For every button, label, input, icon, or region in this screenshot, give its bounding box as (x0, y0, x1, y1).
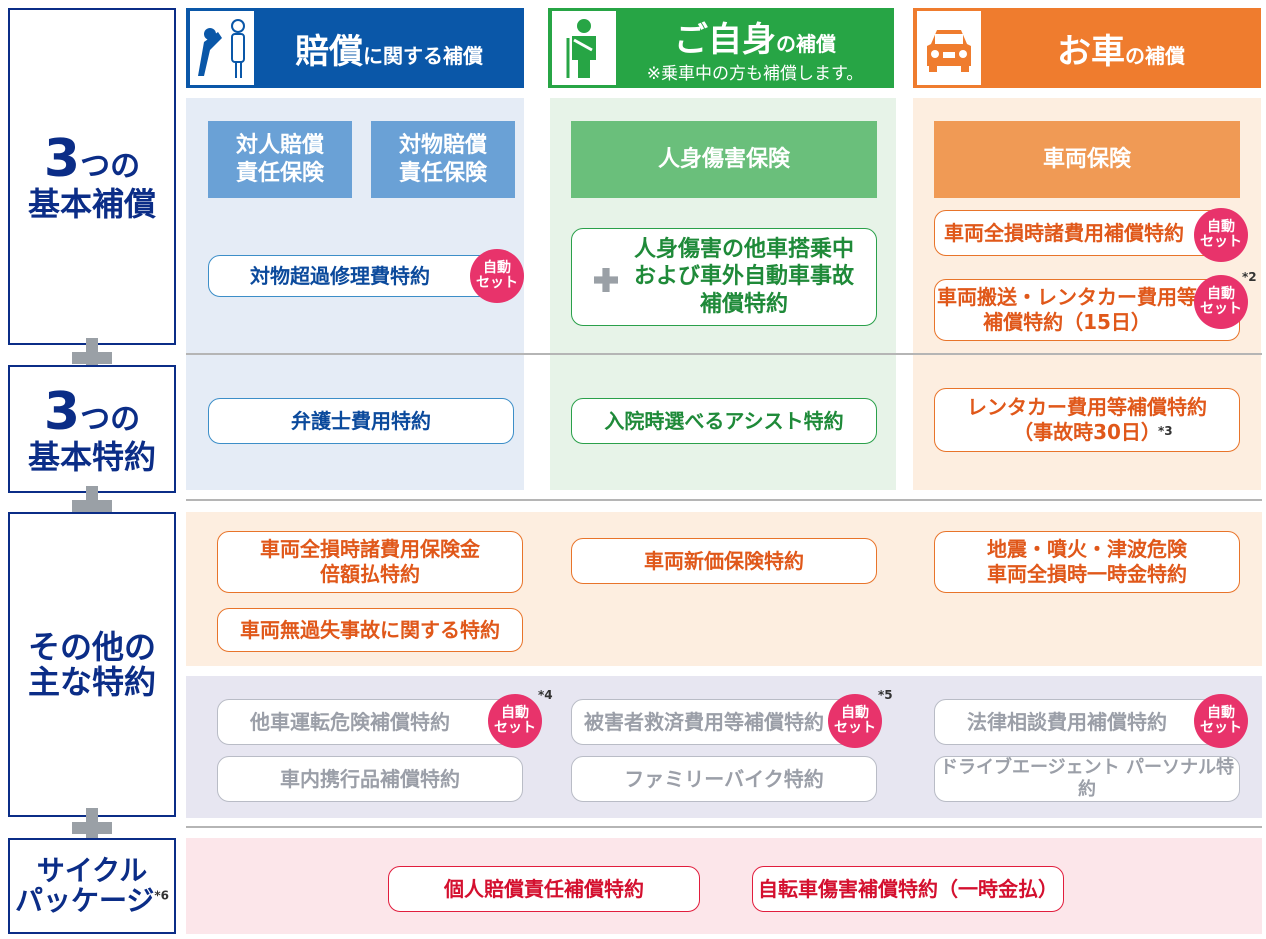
other-riders-label: その他の 主な特約 (8, 512, 176, 817)
header-liability-main: 賠償 (295, 31, 363, 72)
vehicle-tile: 車両保険 (934, 121, 1240, 198)
injured-person-icon (552, 11, 616, 85)
header-self-main: ご自身 (674, 20, 776, 60)
no-fault-rider[interactable]: 車両無過失事故に関する特約 (217, 608, 523, 652)
auto-set-badge: 自動 セット (1194, 275, 1248, 329)
total-loss-expense-rider[interactable]: 車両全損時諸費用補償特約 (934, 210, 1234, 256)
cycle-package-label: サイクル パッケージ*6 (8, 838, 176, 934)
victim-relief-rider[interactable]: 被害者救済費用等補償特約 (571, 699, 877, 745)
header-liability-suffix: に関する補償 (363, 43, 483, 68)
divider-line (186, 499, 1262, 501)
new-value-rider[interactable]: 車両新価保険特約 (571, 538, 877, 584)
header-car: お車の補償 (913, 8, 1261, 88)
header-car-suffix: の補償 (1125, 43, 1185, 68)
note-4: *4 (538, 688, 553, 702)
bicycle-injury-rider[interactable]: 自転車傷害補償特約（一時金払） (752, 866, 1064, 912)
header-self-note: ※乗車中の方も補償します。 (646, 64, 864, 84)
basic-riders-tsu: つの (80, 401, 141, 437)
basic-coverage-tsu: つの (80, 149, 141, 185)
basic-riders-text: 基本特約 (27, 437, 156, 476)
legal-consult-rider[interactable]: 法律相談費用補償特約 (934, 699, 1240, 745)
bowing-person-icon (190, 11, 254, 85)
family-bike-rider[interactable]: ファミリーバイク特約 (571, 756, 877, 802)
header-self-suffix: の補償 (776, 32, 836, 56)
basic-coverage-text: 基本補償 (27, 185, 156, 224)
personal-liability-rider[interactable]: 個人賠償責任補償特約 (388, 866, 700, 912)
basic-coverage-label: 3つの 基本補償 (8, 8, 176, 345)
header-liability: 賠償に関する補償 (186, 8, 524, 88)
basic-coverage-number: 3 (43, 129, 81, 190)
other-riders-line2: 主な特約 (27, 662, 156, 701)
car-icon (917, 11, 981, 85)
drive-agent-rider[interactable]: ドライブエージェント パーソナル特約 (934, 756, 1240, 802)
basic-riders-number: 3 (43, 381, 81, 442)
cycle-line2: パッケージ (14, 884, 155, 917)
header-self: ご自身の補償 ※乗車中の方も補償します。 (548, 8, 894, 88)
other-riders-line1: その他の (27, 627, 156, 666)
note-3: *3 (1158, 424, 1173, 438)
cycle-line1: サイクル (36, 853, 148, 887)
excess-repair-rider[interactable]: 対物超過修理費特約 (208, 255, 508, 297)
rental-car-rider[interactable]: レンタカー費用等補償特約 （事故時30日） (934, 388, 1240, 452)
transport-rental-rider[interactable]: 車両搬送・レンタカー費用等 補償特約（15日） (934, 279, 1240, 341)
divider-line (186, 826, 1262, 828)
bodily-liability-tile: 対人賠償 責任保険 (208, 121, 352, 198)
property-liability-tile: 対物賠償 責任保険 (371, 121, 515, 198)
belongings-rider[interactable]: 車内携行品補償特約 (217, 756, 523, 802)
note-5: *5 (878, 688, 893, 702)
plus-icon (594, 268, 618, 292)
earthquake-rider[interactable]: 地震・噴火・津波危険 車両全損時一時金特約 (934, 531, 1240, 593)
basic-riders-label: 3つの 基本特約 (8, 365, 176, 493)
cycle-note: *6 (154, 888, 170, 903)
other-car-rider[interactable]: 他車運転危険補償特約 (217, 699, 523, 745)
cycle-panel (186, 838, 1262, 934)
divider-line (186, 353, 1262, 355)
header-car-main: お車 (1057, 31, 1125, 72)
double-pay-rider[interactable]: 車両全損時諸費用保険金 倍額払特約 (217, 531, 523, 593)
auto-set-badge: 自動 セット (470, 249, 524, 303)
auto-set-badge: 自動 セット (1194, 208, 1248, 262)
lawyer-fee-rider[interactable]: 弁護士費用特約 (208, 398, 514, 444)
hospital-assist-rider[interactable]: 入院時選べるアシスト特約 (571, 398, 877, 444)
auto-set-badge: 自動 セット (828, 694, 882, 748)
auto-set-badge: 自動 セット (1194, 694, 1248, 748)
note-2: *2 (1242, 270, 1257, 284)
personal-injury-tile: 人身傷害保険 (571, 121, 877, 198)
auto-set-badge: 自動 セット (488, 694, 542, 748)
personal-injury-rider[interactable]: 人身傷害の他車搭乗中 および車外自動車事故 補償特約 (571, 228, 877, 326)
